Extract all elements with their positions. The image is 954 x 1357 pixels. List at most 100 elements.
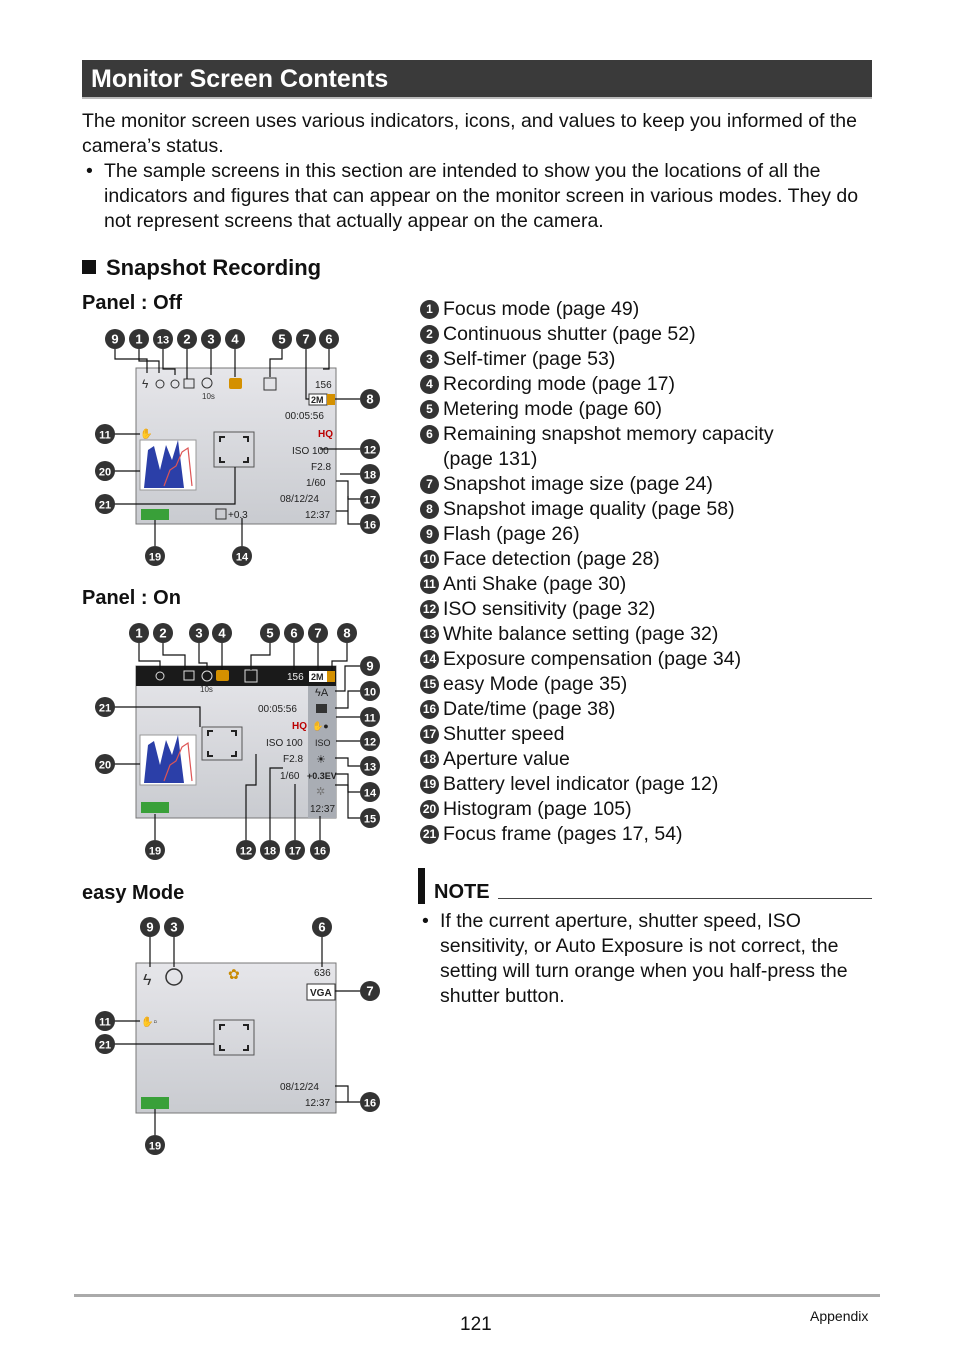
anti-shake-icon: ✋▫	[141, 1015, 157, 1028]
callout-number: 6	[290, 626, 297, 641]
callout-badge-icon	[153, 329, 173, 349]
date-value: 08/12/24	[280, 494, 319, 505]
callout-number: 5	[266, 626, 273, 641]
ev-value: +0.3EV	[307, 771, 337, 781]
legend-text: Remaining snapshot memory capacity	[443, 423, 774, 445]
note-label: NOTE	[434, 881, 490, 903]
callout-badge-icon	[140, 917, 160, 937]
legend-number-icon: 19	[420, 775, 439, 794]
quality-hq: HQ	[292, 721, 307, 732]
ev-value: +0.3	[228, 510, 248, 521]
quality-icon	[327, 394, 335, 405]
legend-number-icon: 1	[420, 300, 439, 319]
callout-number: 16	[364, 520, 376, 532]
legend-number-icon: 21	[420, 825, 439, 844]
easy-mode-icon: ✲	[316, 786, 325, 798]
intro-paragraph: The monitor screen uses various indicato…	[82, 110, 857, 157]
legend-text: easy Mode (page 35)	[443, 673, 628, 695]
callout-number: 17	[364, 495, 376, 507]
callout-badge-icon	[308, 623, 328, 643]
bullet-dot: •	[86, 160, 93, 182]
shutter-value: 1/60	[280, 771, 300, 782]
legend-text: Flash (page 26)	[443, 523, 580, 545]
note-body: If the current aperture, shutter speed, …	[440, 910, 848, 1007]
legend-number-icon: 6	[420, 425, 439, 444]
callout-number: 7	[314, 626, 321, 641]
panel-on-callouts	[95, 643, 360, 840]
callout-badge-icon	[95, 1011, 115, 1031]
callout-number: 3	[207, 332, 214, 347]
continuous-shutter-icon	[183, 378, 195, 389]
callout-number: 16	[314, 846, 326, 858]
recording-mode-icon	[216, 670, 229, 681]
legend-text: White balance setting (page 32)	[443, 623, 719, 645]
bullet-paragraph: • The sample screens in this section are…	[86, 159, 874, 234]
flash-icon: ϟA	[315, 687, 329, 699]
quality-icon	[327, 671, 335, 682]
image-size: VGA	[310, 988, 332, 999]
title-bar: Monitor Screen Contents	[82, 60, 872, 99]
legend-number-icon: 10	[420, 550, 439, 569]
focus-frame-icon	[213, 1019, 255, 1056]
legend-number-icon: 4	[420, 375, 439, 394]
panel-off-label: Panel : Off	[82, 292, 183, 314]
self-timer-icon	[165, 968, 183, 986]
remaining-capacity: 156	[287, 672, 304, 683]
callout-number: 13	[364, 762, 376, 774]
callout-number: 8	[343, 626, 350, 641]
callout-badge-icon	[105, 329, 125, 349]
callout-number: 2	[183, 332, 190, 347]
histogram-icon	[139, 439, 197, 491]
callout-number: 10	[364, 687, 376, 699]
legend-text: Histogram (page 105)	[443, 798, 632, 820]
callout-badge-icon	[296, 329, 316, 349]
metering-mode-icon	[263, 377, 277, 391]
callout-badge-icon	[360, 782, 380, 802]
easy-mode-label: easy Mode	[82, 882, 185, 904]
legend-text: Snapshot image size (page 24)	[443, 473, 713, 495]
legend-text: Self-timer (page 53)	[443, 348, 616, 370]
continuous-shutter-icon	[183, 670, 195, 681]
callout-number: 2	[159, 626, 166, 641]
callout-number: 21	[99, 1040, 111, 1052]
callout-badge-icon	[232, 546, 252, 566]
callout-number: 19	[149, 1141, 161, 1153]
callout-number: 20	[99, 760, 111, 772]
callout-badge-icon	[360, 656, 380, 676]
legend-text: Continuous shutter (page 52)	[443, 323, 696, 345]
callout-badge-icon	[285, 840, 305, 860]
white-balance-icon	[170, 379, 180, 389]
legend-number-icon: 11	[420, 575, 439, 594]
timer-value: 10s	[200, 685, 213, 694]
legend-text: Recording mode (page 17)	[443, 373, 675, 395]
timer-value: 10s	[202, 392, 215, 401]
panel-off-callouts	[95, 349, 360, 546]
callout-number: 8	[366, 392, 373, 407]
callout-badge-icon	[189, 623, 209, 643]
legend-text: Shutter speed	[443, 723, 565, 745]
face-detection-icon	[316, 704, 327, 713]
callout-number: 11	[364, 713, 376, 725]
callout-number: 9	[111, 332, 118, 347]
callout-number: 5	[278, 332, 285, 347]
callout-number: 4	[218, 626, 226, 641]
callout-badge-icon	[129, 623, 149, 643]
callout-badge-icon	[360, 981, 380, 1001]
callout-badge-icon	[145, 840, 165, 860]
section-heading-text: Snapshot Recording	[106, 255, 322, 280]
page-title: Monitor Screen Contents	[91, 65, 389, 93]
iso-icon: ISO	[315, 738, 331, 748]
callout-number: 6	[318, 920, 325, 935]
callout-number: 12	[240, 846, 252, 858]
legend-text: Snapshot image quality (page 58)	[443, 498, 735, 520]
aperture-value: F2.8	[283, 754, 303, 765]
legend-number-icon: 15	[420, 675, 439, 694]
